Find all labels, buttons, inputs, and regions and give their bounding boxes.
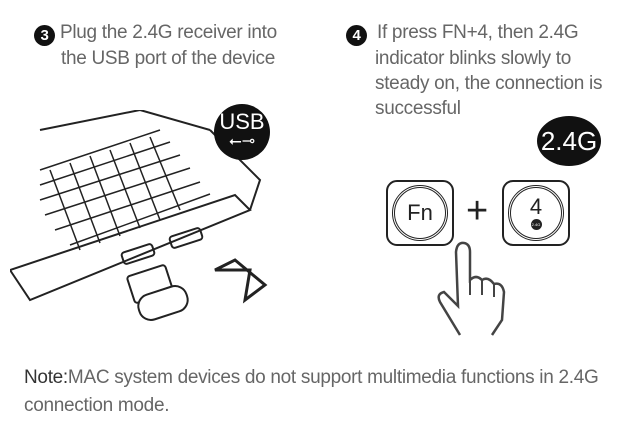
step-number-3: 3 bbox=[34, 25, 55, 46]
note: Note:MAC system devices do not support m… bbox=[24, 364, 624, 420]
usb-symbol-icon: ⭠⊸ bbox=[228, 133, 256, 150]
laptop-usb-illustration bbox=[10, 110, 268, 321]
note-label: Note: bbox=[24, 367, 68, 388]
2-4g-badge-label: 2.4G bbox=[540, 125, 598, 156]
2-4g-badge: 2.4G bbox=[537, 116, 601, 166]
step-3-text-line1: Plug the 2.4G receiver into bbox=[60, 22, 277, 43]
pointing-hand-icon bbox=[437, 241, 506, 336]
usb-badge: USB ⭠⊸ bbox=[214, 104, 270, 160]
step-4-instruction: 4 If press FN+4, then 2.4G indicator bli… bbox=[346, 20, 626, 121]
step-3-text-line2: the USB port of the device bbox=[61, 48, 275, 69]
plus-sign: + bbox=[466, 190, 489, 232]
step-number-4: 4 bbox=[346, 25, 367, 46]
step-4-text-line1: If press FN+4, then 2.4G bbox=[376, 22, 579, 43]
4-key-2-4g-indicator: 2.4G bbox=[530, 218, 542, 230]
4-key-label: 4 bbox=[529, 193, 543, 219]
step-4-text-rest: indicator blinks slowly to steady on, th… bbox=[375, 48, 603, 119]
fn-key: Fn bbox=[386, 180, 454, 246]
note-text: MAC system devices do not support multim… bbox=[24, 367, 599, 416]
fn-key-label: Fn bbox=[407, 200, 433, 225]
usb-badge-label: USB bbox=[219, 109, 265, 134]
